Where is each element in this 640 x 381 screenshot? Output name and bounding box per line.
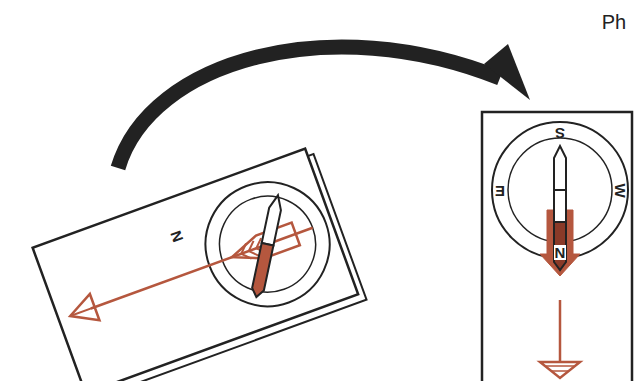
east-mark: E — [495, 183, 505, 198]
north-mark: N — [554, 245, 567, 260]
west-mark: W — [612, 183, 627, 197]
transfer-arrow — [118, 44, 530, 168]
south-mark: S — [555, 126, 565, 141]
page-heading-fragment: Ph — [602, 12, 626, 32]
right-compass — [482, 112, 632, 381]
left-compass — [33, 147, 367, 381]
